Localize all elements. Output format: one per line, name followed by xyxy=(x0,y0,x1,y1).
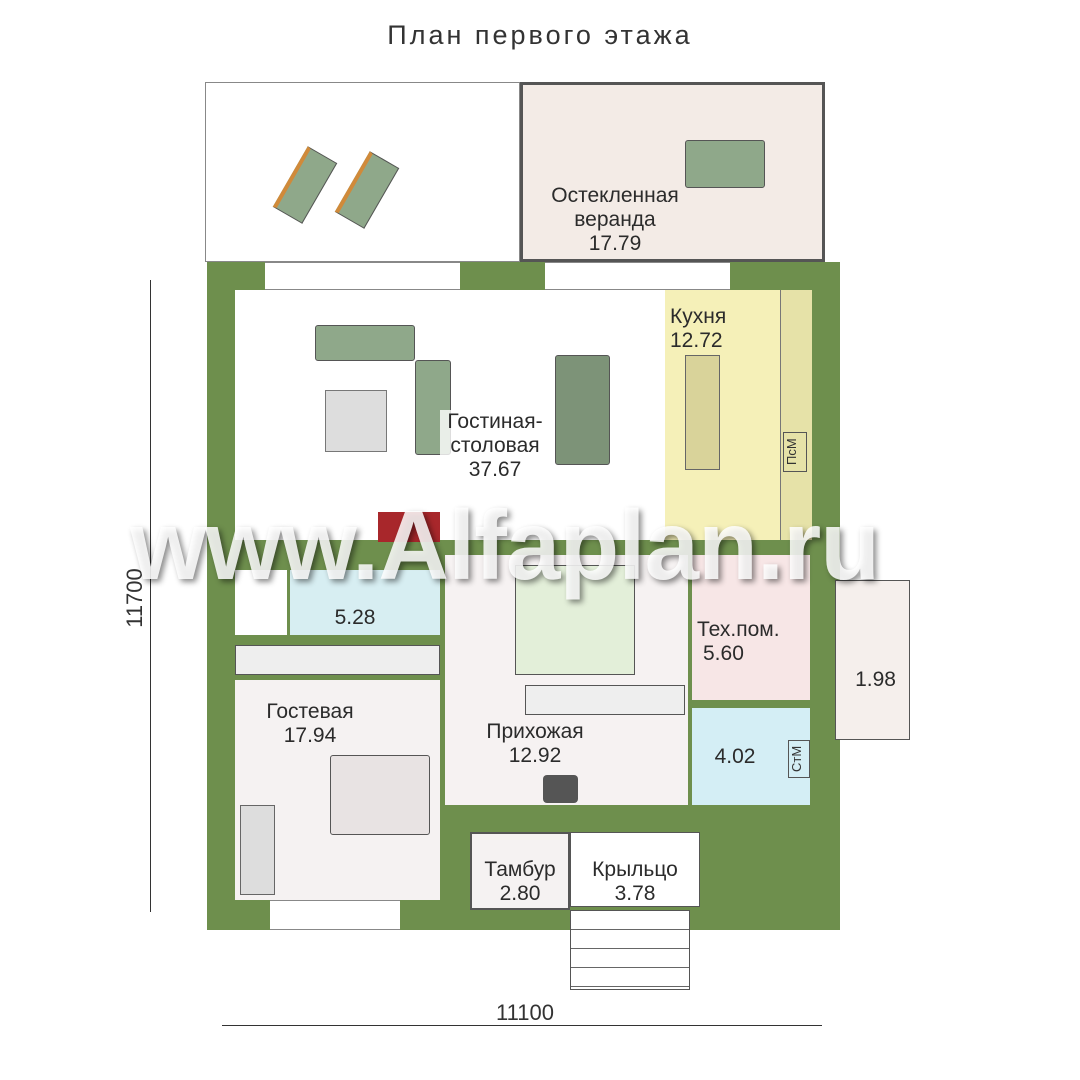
sofa xyxy=(315,325,415,361)
boiler-room xyxy=(692,708,810,805)
washing-machine: СтМ xyxy=(788,740,810,778)
hall-name: Прихожая xyxy=(486,720,584,743)
tambour-area: 2.80 xyxy=(499,882,541,905)
porch xyxy=(570,832,700,907)
fireplace-icon xyxy=(378,512,440,542)
dishwasher: ПсМ xyxy=(783,432,807,472)
living-name-2: столовая xyxy=(440,434,550,458)
tech-room xyxy=(692,555,810,700)
boiler-area: 4.02 xyxy=(714,745,756,768)
pouf xyxy=(543,775,578,803)
dimension-width: 11100 xyxy=(496,1000,554,1025)
veranda-name-1: Остекленная xyxy=(551,184,679,207)
living-name-1: Гостиная- xyxy=(440,410,550,434)
dimension-line-vertical xyxy=(150,280,151,912)
bed xyxy=(330,755,430,835)
kitchen-room xyxy=(665,290,780,540)
veranda-table xyxy=(685,140,765,188)
balcony-area: 1.98 xyxy=(855,668,896,691)
tech-name: Тех.пом. xyxy=(697,618,780,641)
dining-table xyxy=(555,355,610,465)
bathroom xyxy=(290,570,440,635)
veranda-room xyxy=(520,82,825,262)
tambour-name: Тамбур xyxy=(484,858,556,881)
guest-area: 17.94 xyxy=(283,724,337,747)
kitchen-name: Кухня xyxy=(670,305,727,328)
hall-area: 12.92 xyxy=(508,744,562,767)
window xyxy=(265,262,460,290)
veranda-area: 17.79 xyxy=(588,232,642,255)
kitchen-island xyxy=(685,355,720,470)
living-area: 37.67 xyxy=(440,458,550,482)
window xyxy=(270,900,400,930)
tech-area: 5.60 xyxy=(703,642,744,665)
balcony xyxy=(835,580,910,740)
veranda-name-2: веранда xyxy=(574,208,656,231)
tambour xyxy=(470,832,570,910)
kitchen-area: 12.72 xyxy=(670,329,723,352)
porch-name: Крыльцо xyxy=(592,858,678,881)
dimension-line-horizontal xyxy=(222,1025,822,1026)
watermark: www.Alfaplan.ru xyxy=(130,490,880,600)
guest-name: Гостевая xyxy=(266,700,354,723)
porch-area: 3.78 xyxy=(614,882,656,905)
plan-title: План первого этажа xyxy=(387,20,693,50)
kitchen-counter xyxy=(780,290,812,540)
wardrobe xyxy=(525,685,685,715)
wardrobe xyxy=(235,645,440,675)
bath-area: 5.28 xyxy=(334,606,376,629)
coffee-table xyxy=(325,390,387,452)
desk xyxy=(240,805,275,895)
storage-room xyxy=(235,570,287,635)
staircase xyxy=(515,565,635,675)
window xyxy=(545,262,730,290)
porch-steps xyxy=(570,910,690,990)
